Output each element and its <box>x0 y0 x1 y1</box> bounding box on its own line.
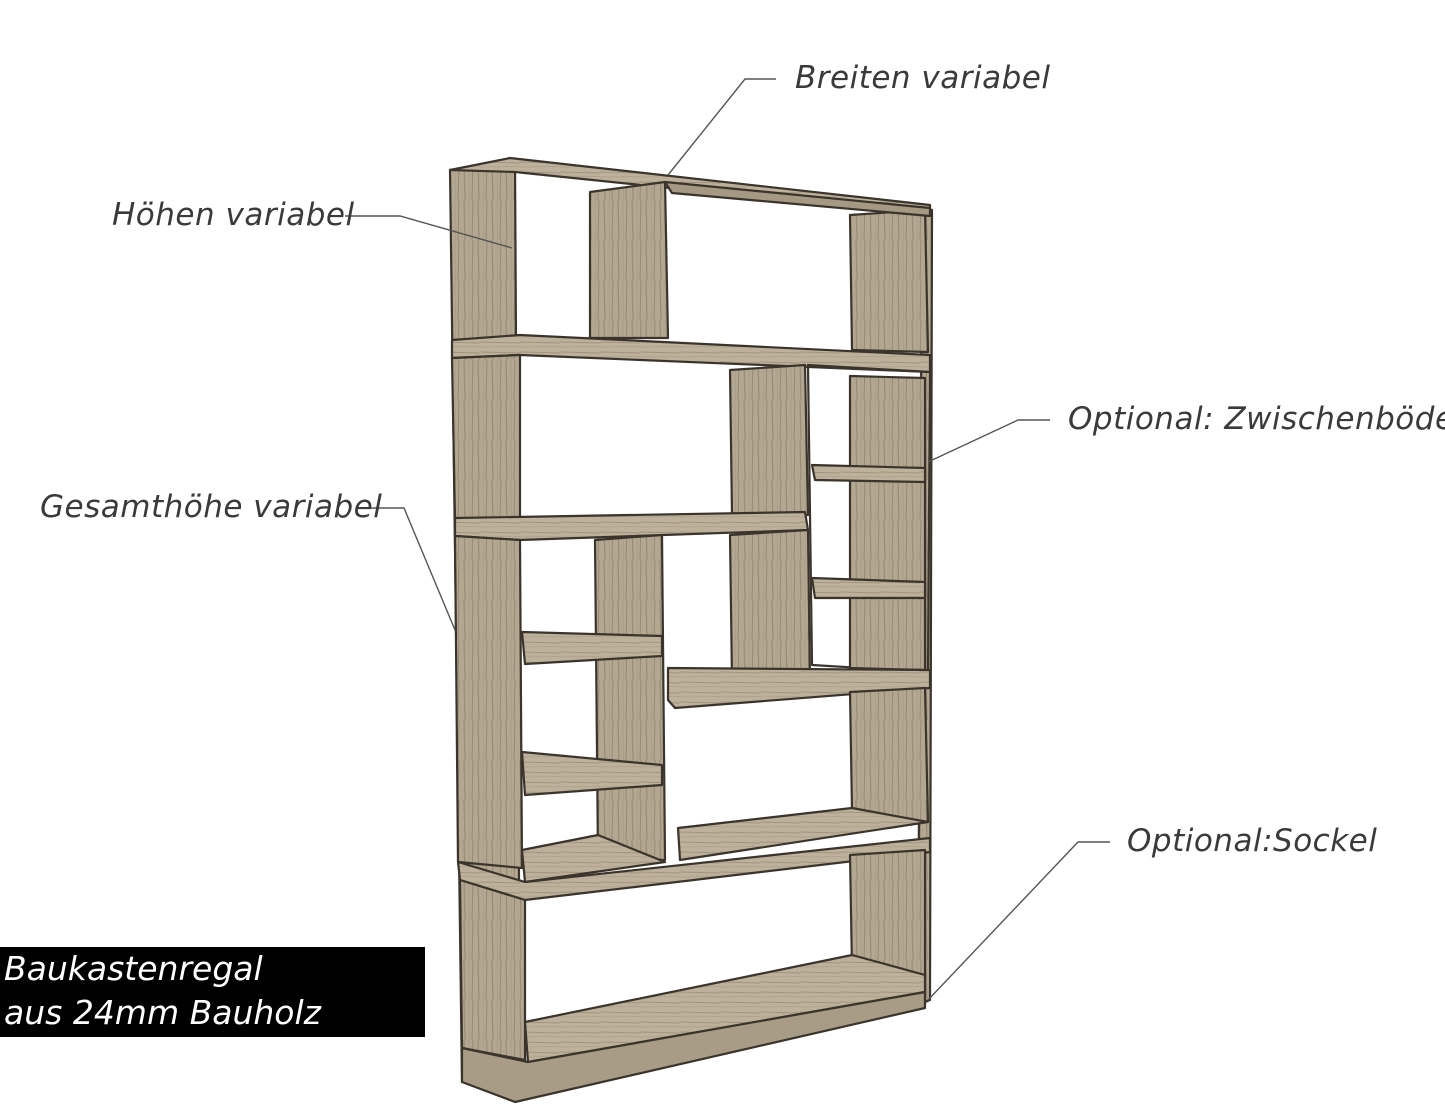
third-row-divider-a <box>593 533 667 862</box>
second-row-divider <box>728 363 810 517</box>
lower-right-box-side <box>848 686 930 824</box>
bottom-board <box>523 953 927 1064</box>
third-row-divider-b <box>728 528 812 682</box>
top-row-right-box-side <box>848 208 930 354</box>
top-box-frame <box>663 180 932 218</box>
title-line-2: aus 24mm Bauholz <box>4 993 321 1032</box>
intermediate-shelf-1 <box>810 463 927 484</box>
label-gesamthoehe: Gesamthöhe variabel <box>40 489 383 525</box>
title-line-1: Baukastenregal <box>4 949 263 988</box>
second-row-left-side <box>450 353 522 522</box>
plinth <box>460 990 927 1104</box>
title-box: Baukastenregal aus 24mm Bauholz <box>0 947 425 1037</box>
label-breiten-variabel: Breiten variabel <box>795 60 1051 96</box>
leader-breiten <box>667 78 776 176</box>
right-tower-back <box>848 374 927 672</box>
label-zwischenboeden: Optional: Zwischenböden <box>1068 401 1445 437</box>
left-small-shelf-1 <box>520 630 664 666</box>
bottom-left-side <box>458 878 527 1062</box>
lower-right-box-bottom <box>676 806 930 862</box>
left-small-shelf-2 <box>520 750 664 797</box>
leader-gesamt <box>368 507 456 631</box>
mid-shelf <box>666 666 932 710</box>
leader-zwischen <box>927 419 1050 463</box>
lower-left-bottom <box>520 833 667 884</box>
label-hoehen-variabel: Höhen variabel <box>112 197 355 233</box>
label-sockel: Optional:Sockel <box>1127 823 1378 859</box>
leader-hoehen <box>345 215 513 249</box>
leader-lines <box>345 78 1110 1001</box>
intermediate-shelf-2 <box>810 576 927 600</box>
shelf-board-2 <box>453 510 810 542</box>
top-row-left-divider <box>588 180 670 340</box>
shelf-unit <box>448 156 934 1104</box>
third-row-left-side <box>453 534 524 870</box>
leader-sockel <box>927 841 1110 1001</box>
